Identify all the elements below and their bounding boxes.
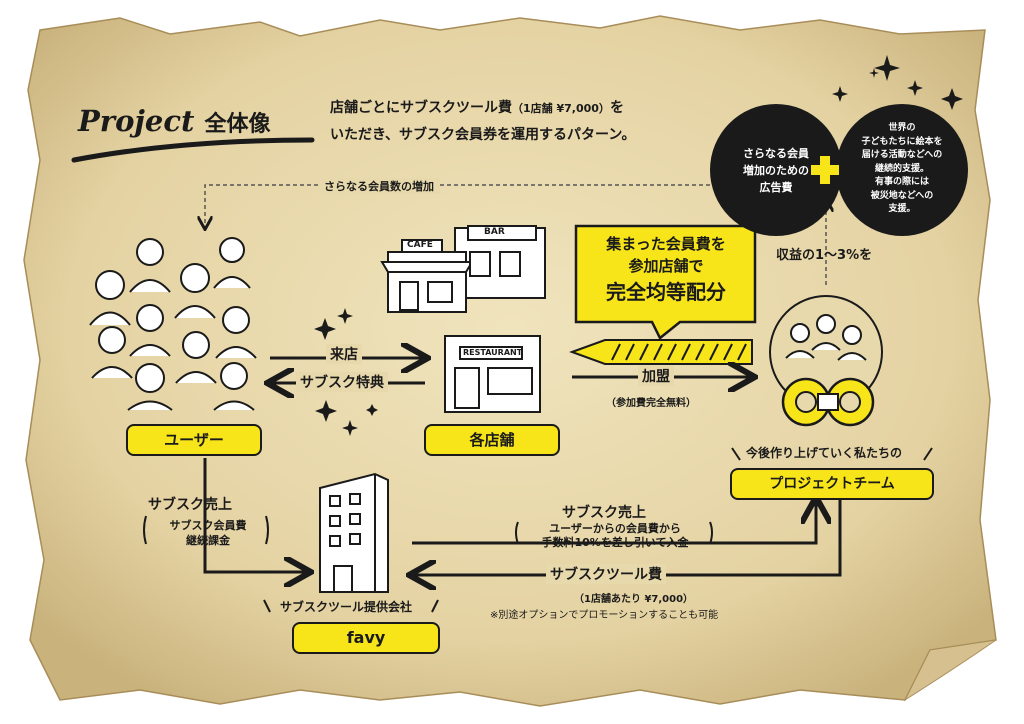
- join-note: （参加費完全無料）: [606, 398, 696, 409]
- top-loop-line: [205, 184, 710, 228]
- building-illustration: [319, 472, 389, 593]
- arrow-user-to-favy: [203, 458, 308, 572]
- support-line-7: 支援。: [888, 204, 916, 214]
- shops-illustration: [380, 225, 546, 413]
- team-illustration: [785, 314, 867, 361]
- ad-line-1: さらなる会員: [743, 147, 809, 160]
- intro-line-1: 店舗ごとにサブスクツール費（1店舗 ¥7,000）を: [330, 95, 635, 122]
- support-line-6: 被災地などへの: [870, 190, 934, 201]
- bottom-flow-sub: （1店舗あたり ¥7,000）: [574, 594, 694, 605]
- intro-text: 店舗ごとにサブスクツール費（1店舗 ¥7,000）を いただき、サブスク会員券を…: [330, 95, 635, 148]
- mid-flow-sub-2: 手数料10%を差し引いて入金: [541, 536, 689, 549]
- perk-label: サブスク特典: [296, 372, 388, 392]
- arrow-favy-to-team: [412, 500, 816, 545]
- team-caption: 今後作り上げていく私たちの: [746, 446, 903, 460]
- support-line-3: 届ける活動などへの: [861, 150, 943, 160]
- callout-text: 集まった会員費を 参加店舗で 完全均等配分: [580, 233, 752, 307]
- support-line-4: 継続的支援。: [874, 163, 929, 174]
- support-line-5: 有事の際には: [874, 177, 929, 187]
- intro-line-1a: 店舗ごとにサブスクツール費: [330, 100, 512, 116]
- company-caption: サブスクツール提供会社: [280, 600, 413, 614]
- visit-label: 来店: [326, 344, 362, 364]
- left-flow-sub-2: 継続課金: [186, 534, 230, 547]
- team-caption-marks: [143, 447, 933, 613]
- revenue-share-label: 収益の1〜3%を: [776, 248, 873, 263]
- callout-bubble: [574, 224, 757, 340]
- title-underline: [71, 137, 315, 163]
- plus-shape-v: [820, 156, 830, 184]
- mid-flow-sub: ユーザーからの会員費から 手数料10%を差し引いて入金: [520, 522, 710, 550]
- top-loop-label: さらなる会員数の増加: [318, 178, 440, 194]
- support-circle: [836, 104, 968, 236]
- title-suffix: 全体像: [204, 112, 271, 137]
- title-project: Project: [78, 104, 195, 138]
- stores-label: 各店舗: [424, 424, 560, 456]
- ad-circle: [710, 104, 842, 236]
- left-flow-sub-1: サブスク会員費: [169, 519, 247, 532]
- infinity-logo: [781, 377, 875, 427]
- paper-curl: [903, 639, 997, 702]
- bottom-flow-title: サブスクツール費: [546, 564, 666, 584]
- support-circle-text: 世界の 子どもたちに絵本を 届ける活動などへの 継続的支援。 有事の際には 被災…: [844, 122, 960, 217]
- support-line-2: 子どもたちに絵本を: [861, 136, 943, 147]
- mid-flow-sub-1: ユーザーからの会員費から: [549, 522, 681, 535]
- ad-line-2: 増加のための: [743, 164, 809, 177]
- callout-line-3: 完全均等配分: [606, 280, 726, 304]
- callout-line-2: 参加店舗で: [628, 257, 704, 275]
- restaurant-sign: RESTAURANT: [463, 348, 523, 357]
- ad-line-3: 広告費: [759, 181, 793, 194]
- users-illustration: [89, 237, 257, 411]
- bottom-flow-note: ※別途オプションでプロモーションすることも可能: [490, 610, 719, 621]
- favy-label: favy: [292, 622, 440, 654]
- mid-flow-title: サブスク売上: [562, 505, 646, 521]
- callout-line-1: 集まった会員費を: [606, 235, 726, 253]
- join-label: 加盟: [638, 366, 674, 386]
- distribution-arrow: [569, 339, 753, 365]
- bar-sign: BAR: [484, 227, 505, 237]
- intro-line-1b: （1店舗 ¥7,000）: [512, 102, 610, 115]
- page-title: Project 全体像: [78, 104, 271, 138]
- ad-circle-text: さらなる会員 増加のための 広告費: [720, 145, 832, 196]
- left-flow-sub: サブスク会員費 継続課金: [150, 518, 266, 548]
- sparkles: [314, 55, 963, 436]
- support-line-1: 世界の: [888, 123, 916, 133]
- intro-line-1c: を: [609, 100, 624, 116]
- team-label: プロジェクトチーム: [730, 468, 934, 500]
- left-flow-title: サブスク売上: [148, 497, 232, 513]
- cafe-sign: CAFE: [407, 240, 433, 250]
- intro-line-2: いただき、サブスク会員券を運用するパターン。: [330, 127, 636, 143]
- users-label: ユーザー: [126, 424, 262, 456]
